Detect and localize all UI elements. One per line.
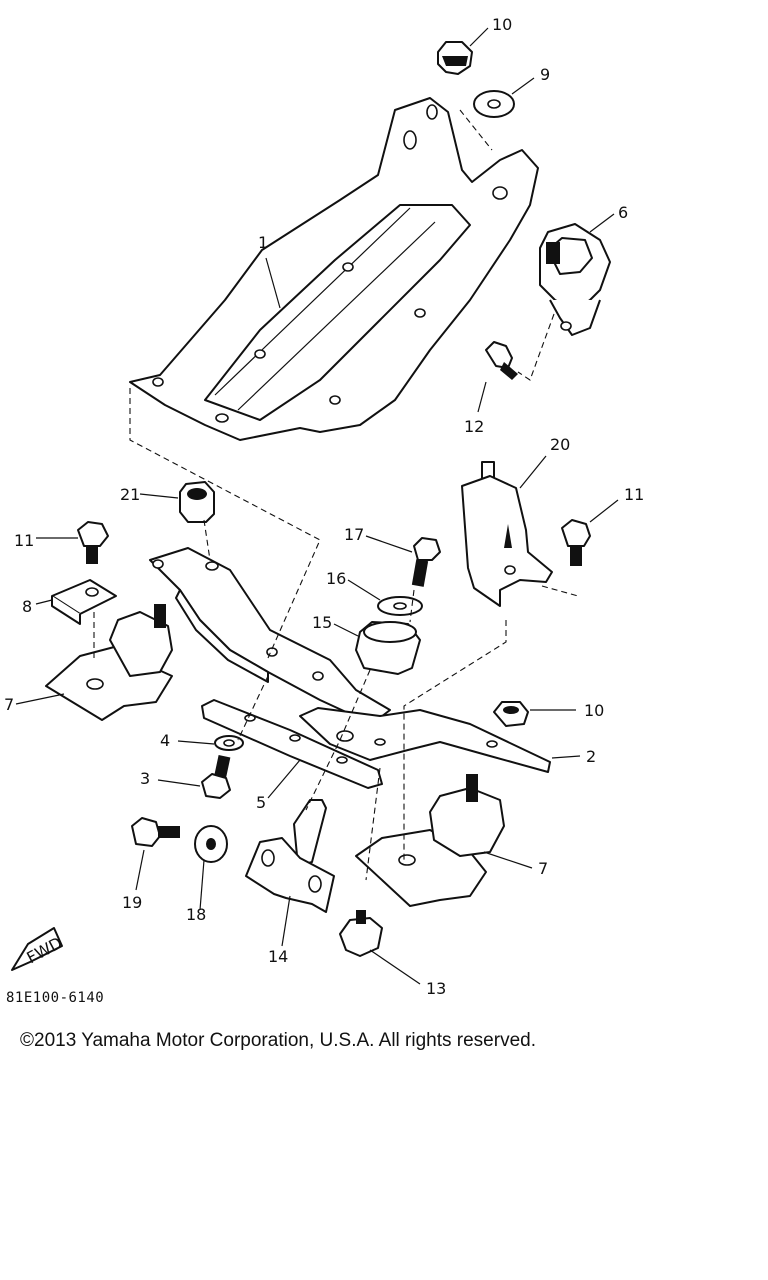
callout-11-left: 11: [14, 531, 34, 550]
callout-16: 16: [326, 569, 346, 588]
part-15-rubber-block: [355, 621, 421, 675]
callout-5: 5: [256, 793, 266, 812]
part-13-nut: [339, 910, 383, 957]
part-4-washer: [214, 735, 244, 751]
callout-6: 6: [618, 203, 628, 222]
part-17-bolt: [411, 537, 441, 587]
callout-4: 4: [160, 731, 170, 750]
callout-7-left: 7: [4, 695, 14, 714]
fwd-arrow-icon: FWD: [11, 927, 65, 971]
part-1-skid-plate: [129, 97, 539, 441]
part-20-l-bracket: [461, 461, 553, 607]
leader-lines: [15, 27, 619, 985]
diagram-code: 81E100-6140: [6, 990, 105, 1006]
part-21-rubber-cushion: [179, 481, 215, 523]
callout-labels: 10 9 6 1 12 20 21 11 11 17 16 15 8 7 10 …: [4, 15, 644, 998]
part-11-bolt-right: [561, 519, 591, 566]
callout-18: 18: [186, 905, 206, 924]
callout-13: 13: [426, 979, 446, 998]
copyright-notice: ©2013 Yamaha Motor Corporation, U.S.A. A…: [20, 1030, 536, 1051]
callout-19: 19: [122, 893, 142, 912]
exploded-parts-diagram: FWD: [4, 15, 644, 998]
part-3-bolt: [201, 755, 231, 799]
callout-8: 8: [22, 597, 32, 616]
part-16-washer: [377, 596, 423, 616]
callout-12: 12: [464, 417, 484, 436]
callout-15: 15: [312, 613, 332, 632]
callout-3: 3: [140, 769, 150, 788]
callout-1: 1: [258, 233, 268, 252]
callout-11-right: 11: [624, 485, 644, 504]
part-8-plate: [51, 579, 117, 625]
part-6-damper-mount: [539, 223, 611, 336]
part-10-nut-right: [493, 701, 529, 727]
part-11-bolt-left: [77, 521, 109, 564]
callout-2: 2: [586, 747, 596, 766]
part-18-washer: [194, 825, 228, 863]
part-14-stay: [245, 799, 335, 913]
callout-10-top: 10: [492, 15, 512, 34]
part-12-bolt: [485, 341, 518, 380]
assembly-dashed-lines: [93, 109, 579, 881]
callout-17: 17: [344, 525, 364, 544]
callout-7-right: 7: [538, 859, 548, 878]
callout-10-right: 10: [584, 701, 604, 720]
part-7-engine-mount-right: [355, 774, 505, 907]
part-9-washer: [473, 90, 515, 118]
main-bracket: [149, 547, 391, 725]
callout-21: 21: [120, 485, 140, 504]
callout-20: 20: [550, 435, 570, 454]
callout-14: 14: [268, 947, 288, 966]
part-10-flange-nut-top: [437, 41, 473, 75]
callout-9: 9: [540, 65, 550, 84]
part-19-bolt: [131, 817, 180, 847]
part-7-engine-mount-left: [45, 604, 173, 721]
